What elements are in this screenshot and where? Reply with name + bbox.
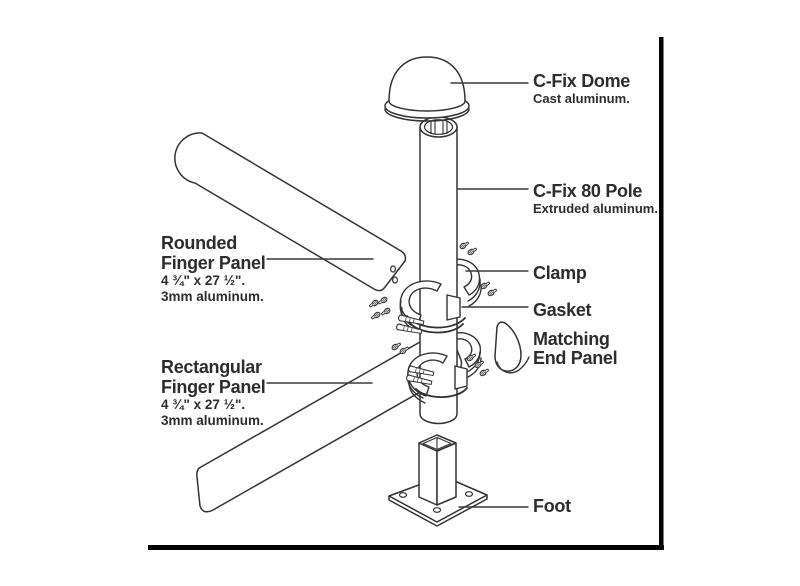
pole-drawing	[419, 116, 458, 425]
rounded-finger-panel-drawing	[174, 132, 407, 292]
label-rounded-panel-line2: Finger Panel	[161, 253, 266, 273]
label-clamp: Clamp	[533, 263, 587, 283]
label-clamp-title: Clamp	[533, 263, 587, 283]
label-pole-title: C-Fix 80 Pole	[533, 181, 643, 201]
label-rounded-panel: Rounded Finger Panel 4 ¾" x 27 ½". 3mm a…	[161, 233, 266, 305]
label-dome-detail: Cast aluminum.	[533, 91, 630, 106]
label-rect-panel-line2: Finger Panel	[161, 377, 266, 397]
label-rect-panel-material: 3mm aluminum.	[161, 413, 264, 428]
matching-end-panel-drawing	[494, 321, 522, 372]
label-gasket-title: Gasket	[533, 300, 592, 320]
label-rect-panel: Rectangular Finger Panel 4 ¾" x 27 ½". 3…	[161, 357, 266, 429]
label-pole-detail: Extruded aluminum.	[533, 201, 658, 216]
label-dome: C-Fix Dome Cast aluminum.	[533, 71, 630, 107]
label-pole: C-Fix 80 Pole Extruded aluminum.	[533, 181, 658, 217]
label-end-panel-line1: Matching	[533, 329, 610, 349]
label-foot: Foot	[533, 496, 571, 516]
label-gasket: Gasket	[533, 300, 592, 320]
label-rect-panel-line1: Rectangular	[161, 357, 262, 377]
label-rounded-panel-line1: Rounded	[161, 233, 237, 253]
label-rounded-panel-dims: 4 ¾" x 27 ½".	[161, 273, 246, 288]
label-rounded-panel-material: 3mm aluminum.	[161, 289, 264, 304]
page-frame	[148, 37, 664, 550]
label-end-panel: Matching End Panel	[533, 329, 618, 368]
dome-drawing	[384, 56, 470, 122]
label-end-panel-line2: End Panel	[533, 348, 618, 368]
leader-lines	[266, 82, 530, 508]
foot-drawing	[388, 434, 488, 527]
label-foot-title: Foot	[533, 496, 571, 516]
label-dome-title: C-Fix Dome	[533, 71, 631, 91]
label-rect-panel-dims: 4 ¾" x 27 ½".	[161, 397, 246, 412]
